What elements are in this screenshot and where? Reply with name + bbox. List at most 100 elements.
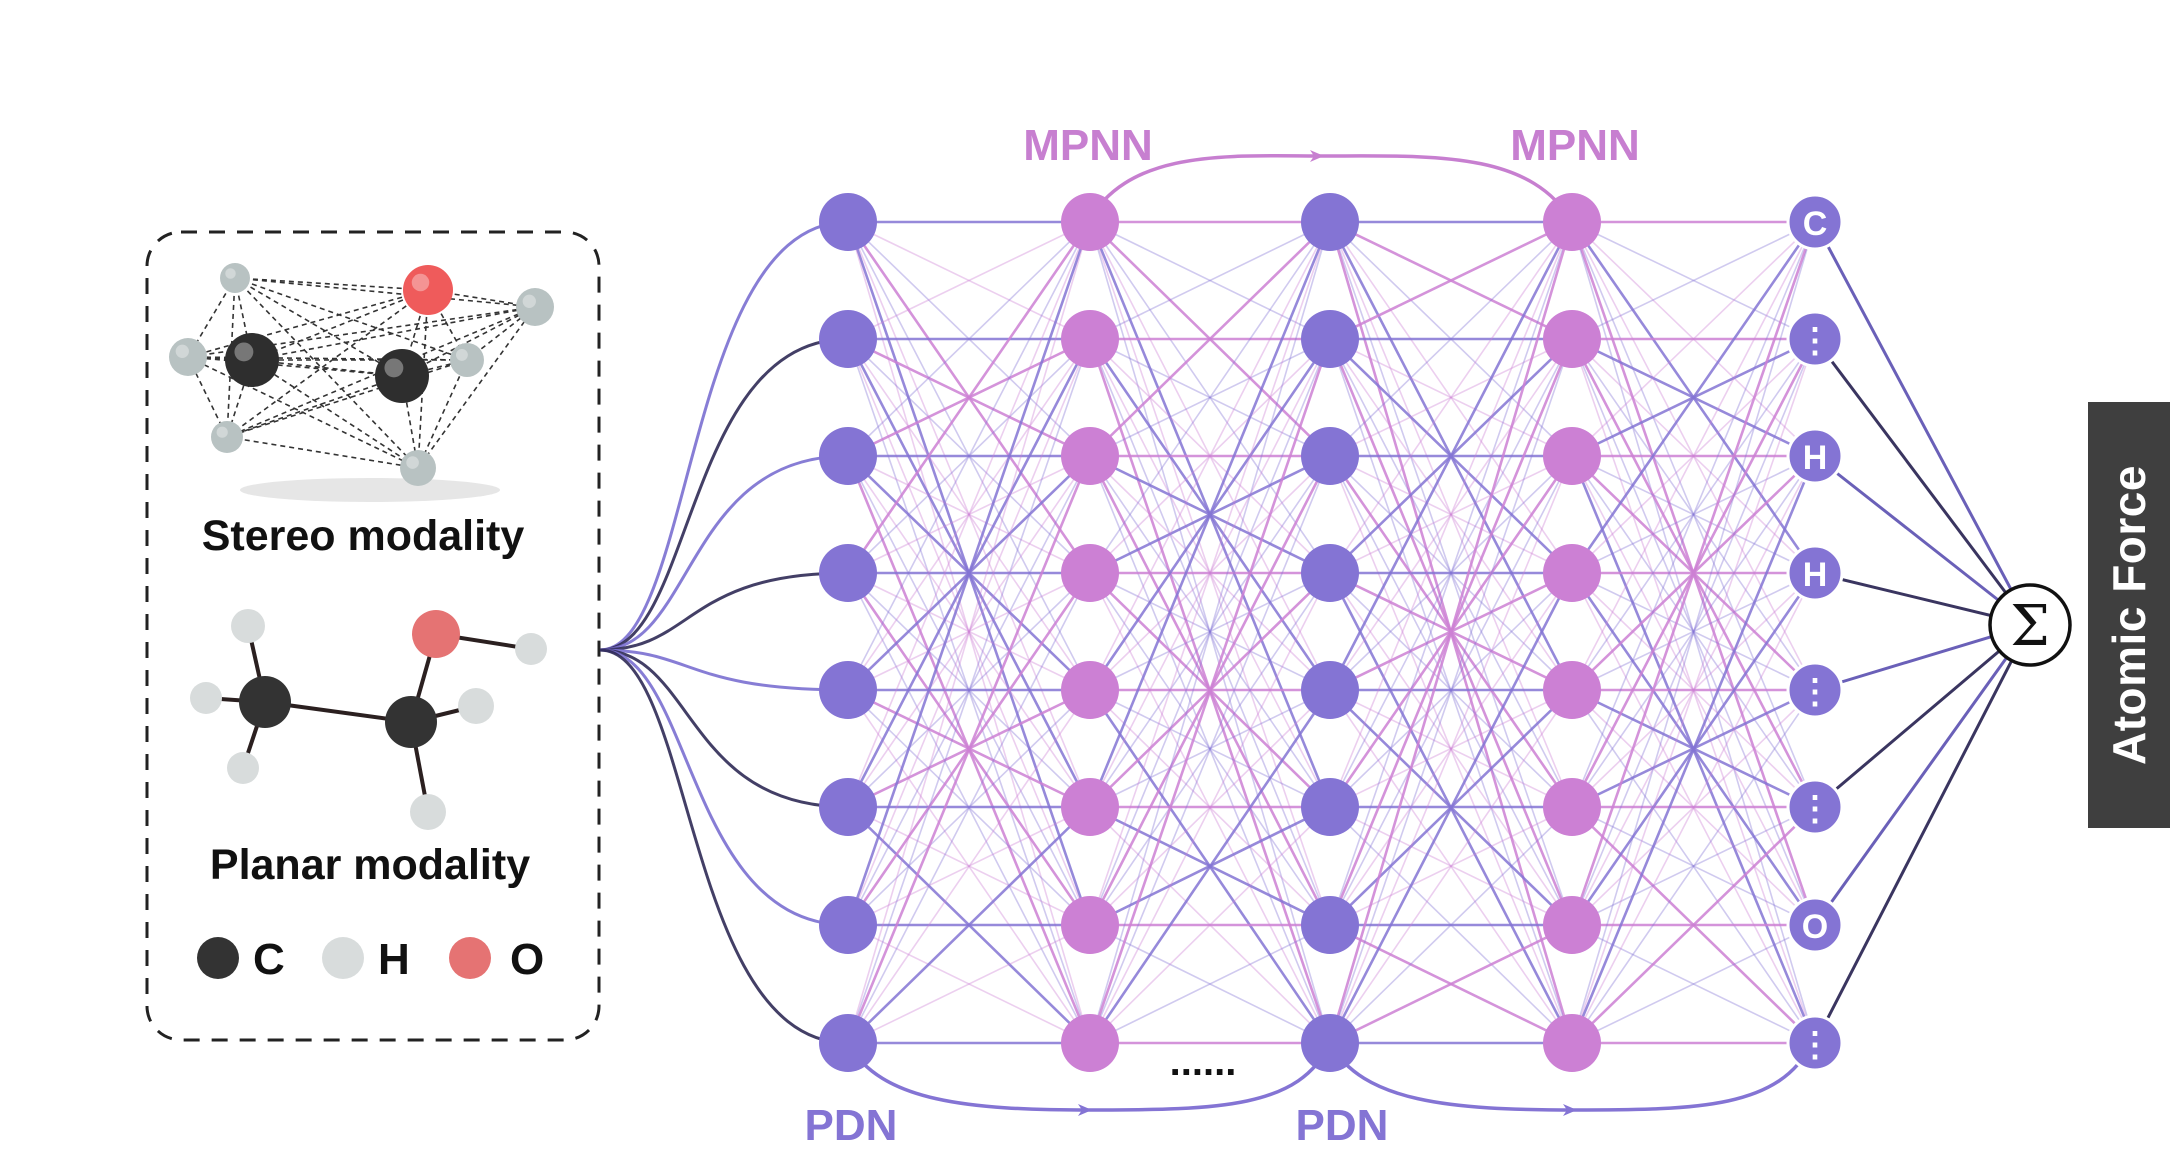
edge (1089, 338, 1331, 926)
mpnn-node (1061, 661, 1119, 719)
edge (1328, 221, 1574, 691)
edge (1571, 221, 1816, 457)
output-node-label: ⋮ (1798, 322, 1832, 360)
edge (847, 689, 1091, 1044)
edge (847, 338, 1091, 926)
output-node-label: O (1802, 908, 1828, 946)
mpnn-node (1543, 193, 1601, 251)
edge (1571, 689, 1816, 1044)
legend-oxygen-swatch (449, 937, 491, 979)
atomic-force-box: Atomic Force (2088, 402, 2170, 828)
edge (1089, 221, 1331, 926)
output-to-sum-edges (1813, 221, 2032, 1044)
output-edge (1813, 624, 2032, 926)
legend-carbon-label: C (253, 935, 285, 984)
edge (847, 806, 1091, 926)
edge (1329, 221, 1573, 574)
hydrogen-atom (458, 688, 494, 724)
carbon-atom (239, 676, 291, 728)
edge (1089, 924, 1331, 1044)
edge (1089, 338, 1331, 574)
input-edge (599, 648, 849, 1045)
edge (1329, 455, 1573, 1044)
stereo-bond (401, 306, 536, 377)
edge (1571, 338, 1816, 691)
atom-highlight (384, 358, 404, 378)
edge (1089, 455, 1331, 808)
output-node (1786, 896, 1844, 954)
edge (1089, 572, 1331, 1044)
edge (1089, 221, 1331, 1044)
hydrogen-atom (211, 421, 243, 453)
edge (847, 221, 1091, 691)
hydrogen-atom (227, 752, 259, 784)
output-node-label: ⋮ (1798, 673, 1832, 711)
edge (1571, 455, 1816, 574)
pdn-node (819, 661, 877, 719)
edge (1328, 572, 1574, 1044)
pdn-node (1301, 544, 1359, 602)
edge (1571, 221, 1816, 691)
edge (1329, 338, 1573, 691)
stereo-bond (187, 289, 429, 358)
pdn-skip-arrow-2 (1328, 1042, 1577, 1116)
atom-highlight (406, 456, 419, 469)
output-node (1786, 544, 1844, 602)
edge (1329, 689, 1573, 808)
edge (846, 455, 1092, 1044)
edge (1329, 455, 1573, 691)
edge (847, 221, 1091, 457)
edge (1328, 221, 1574, 1044)
output-node (1786, 427, 1844, 485)
edge (847, 221, 1091, 808)
edge (1329, 221, 1573, 457)
output-node (1786, 778, 1844, 836)
mpnn-node (1543, 427, 1601, 485)
edge (847, 689, 1091, 1044)
pdn-skip-arrow-1 (846, 1042, 1092, 1116)
edge (1570, 455, 1817, 1044)
edge (847, 572, 1091, 691)
edge (1088, 221, 1332, 808)
output-node (1786, 1014, 1844, 1072)
edge (1571, 455, 1816, 808)
edge (1571, 572, 1816, 691)
atomic-force-label: Atomic Force (2103, 465, 2155, 765)
planar-modality-label: Planar modality (210, 841, 530, 889)
pdn-node (819, 778, 877, 836)
pdn-node (1301, 661, 1359, 719)
mpnn-label-1: MPNN (1023, 121, 1153, 170)
edge (1089, 338, 1331, 457)
pdn-label-1: PDN (805, 1101, 898, 1150)
input-edge (599, 220, 849, 652)
edge (1089, 572, 1331, 926)
stereo-bond (417, 289, 429, 469)
edge (1571, 338, 1816, 574)
edge (847, 806, 1091, 1044)
mpnn-node (1061, 1014, 1119, 1072)
edge (1571, 806, 1816, 1044)
input-edge (599, 648, 849, 927)
mpnn-node (1061, 896, 1119, 954)
edge (1329, 338, 1573, 1044)
output-node (1786, 193, 1844, 251)
edge (847, 572, 1091, 808)
edge (847, 221, 1091, 340)
edge (847, 924, 1091, 1044)
atom-highlight (225, 268, 236, 279)
edge (1089, 689, 1331, 808)
hydrogen-atom (400, 450, 436, 486)
edge (1089, 455, 1331, 691)
edge (1571, 572, 1816, 1044)
input-fan (599, 220, 849, 1045)
hydrogen-atom (190, 682, 222, 714)
hydrogen-atom (231, 609, 265, 643)
atom-highlight (216, 426, 228, 438)
mpnn-node (1543, 896, 1601, 954)
layer-ellipsis: ...... (1170, 1040, 1237, 1084)
hydrogen-atom (410, 794, 446, 830)
stereo-bond (251, 359, 419, 469)
edge (1570, 221, 1817, 574)
edge (1329, 221, 1573, 926)
atom-legend: C H O (197, 935, 544, 984)
